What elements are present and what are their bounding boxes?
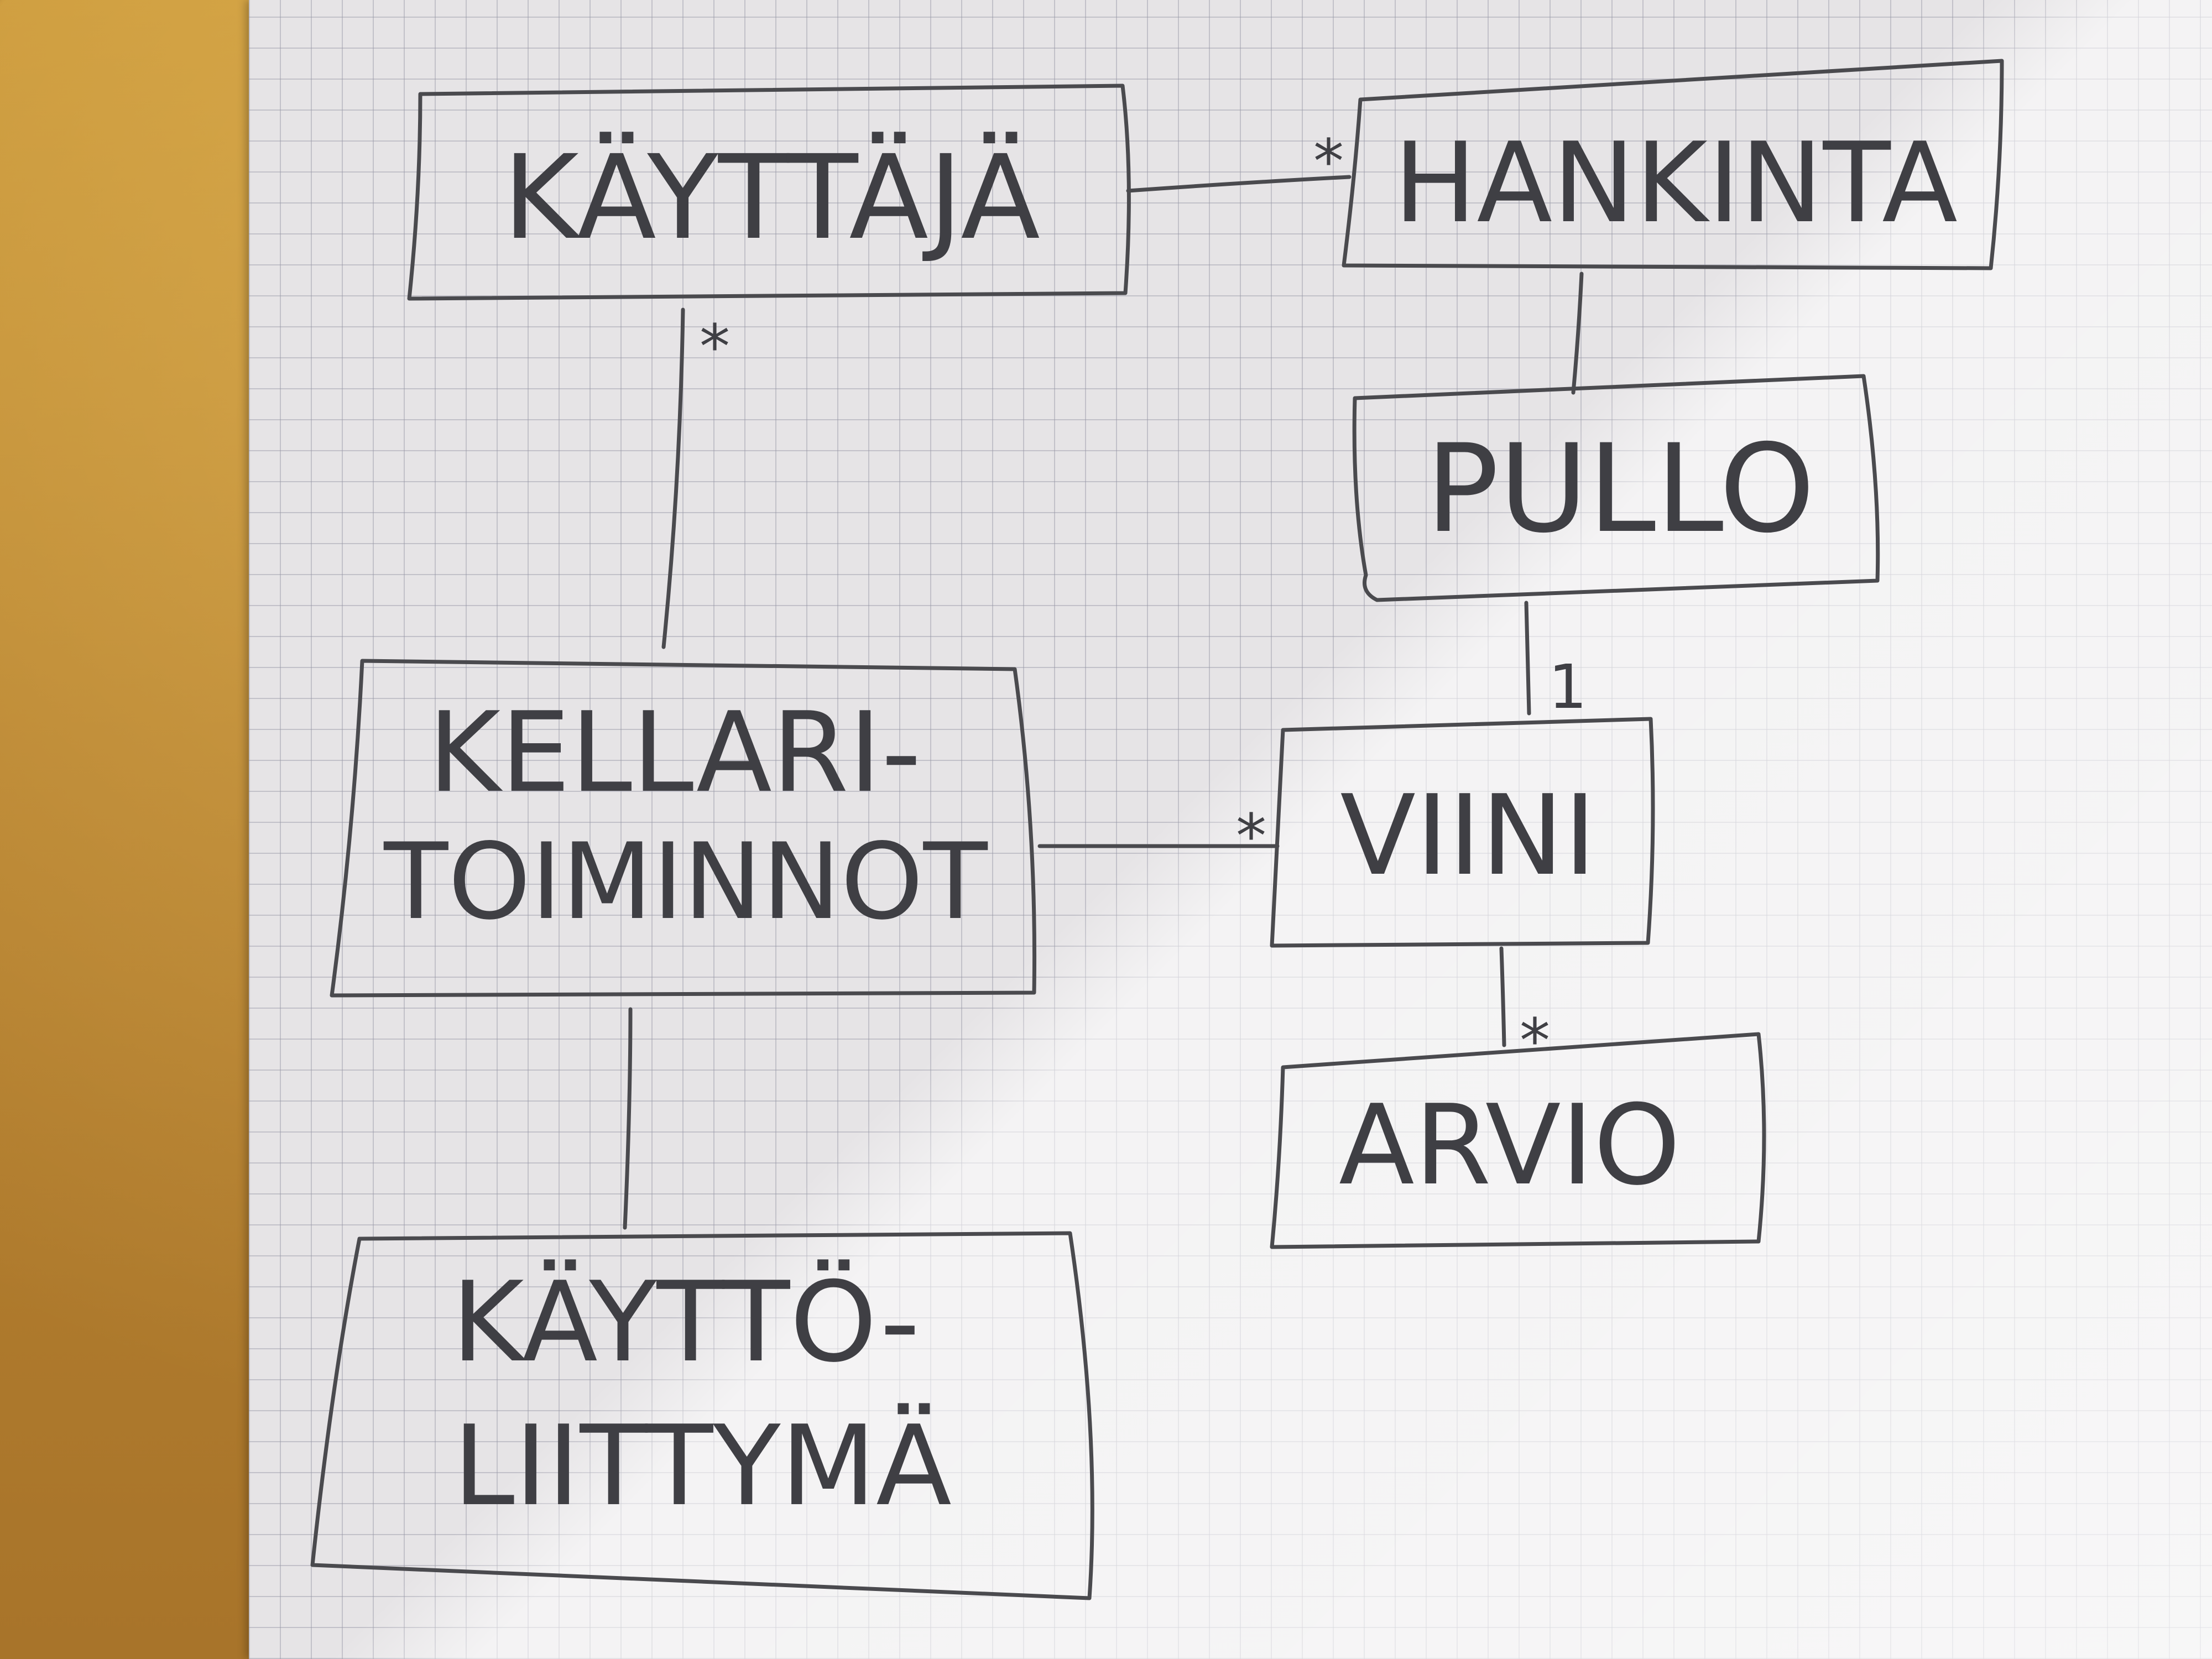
label-kayttoliittyma-line2: LIITTYMÄ: [453, 1402, 952, 1531]
edge-hankinta-pullo: [1571, 272, 1584, 395]
multiplicity-viini-pullo: 1: [1548, 651, 1587, 722]
edge-kellaritoiminnot-kayttoliittyma: [623, 1007, 633, 1230]
box-hankinta: [1342, 59, 2004, 270]
box-kellaritoiminnot: [330, 659, 1037, 998]
label-viini: VIINI: [1340, 771, 1596, 900]
box-viini: [1270, 717, 1655, 948]
multiplicity-kayttaja-kellari: *: [700, 311, 730, 382]
label-kayttoliittyma-line1: KÄYTTÖ-: [451, 1258, 920, 1387]
label-kellari-line2: TOIMINNOT: [383, 821, 988, 943]
box-arvio: [1270, 1032, 1766, 1249]
multiplicity-hankinta: *: [1313, 126, 1344, 197]
edge-kayttaja-hankinta: [1126, 175, 1352, 193]
label-arvio: ARVIO: [1339, 1081, 1681, 1210]
edge-viini-arvio: [1499, 946, 1506, 1047]
multiplicity-arvio: *: [1520, 1005, 1550, 1076]
box-kayttaja: [407, 84, 1131, 301]
label-kayttaja: KÄYTTÄJÄ: [503, 130, 1040, 265]
label-kellari-line1: KELLARI-: [428, 688, 921, 817]
multiplicity-viini-kellari: *: [1236, 801, 1266, 872]
box-pullo: [1352, 374, 1880, 602]
edge-kayttaja-kellaritoiminnot: [661, 307, 685, 649]
label-pullo: PULLO: [1426, 418, 1815, 560]
grid-paper: [249, 0, 2212, 1659]
label-hankinta: HANKINTA: [1394, 119, 1958, 248]
edge-pullo-viini: [1524, 601, 1531, 716]
box-kayttoliittyma: [310, 1231, 1094, 1600]
